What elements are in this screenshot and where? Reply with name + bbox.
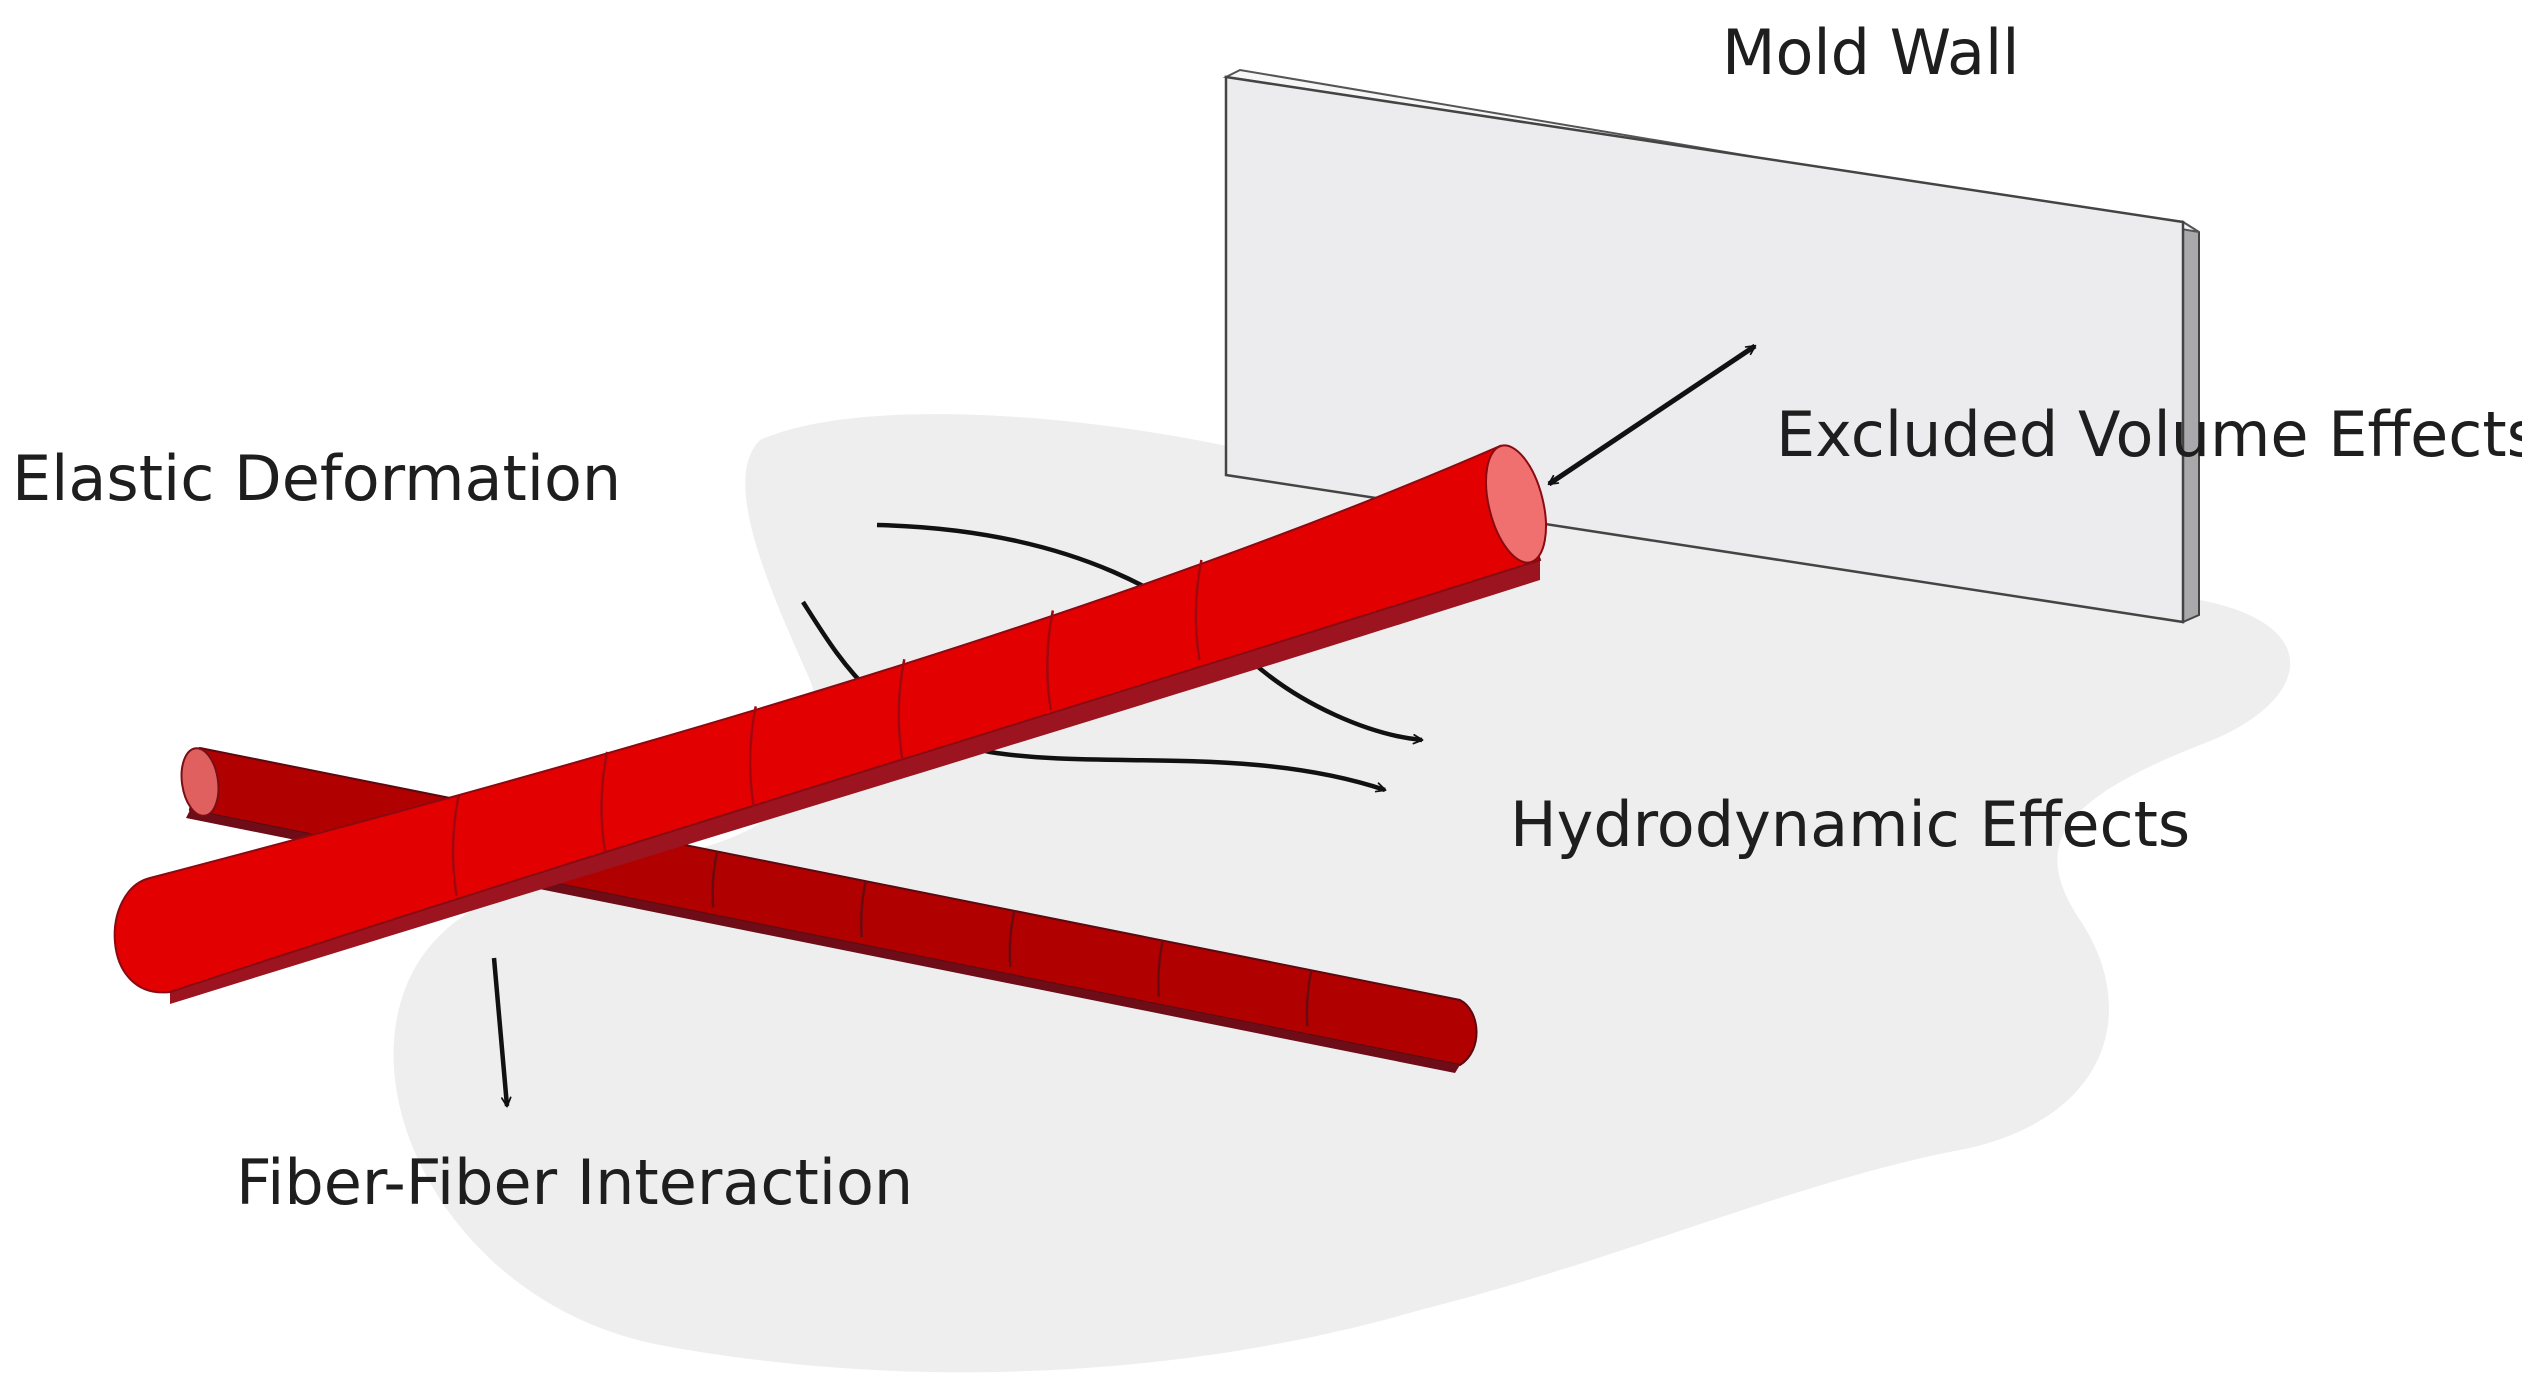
front-fiber-segment-line <box>600 751 609 853</box>
front-fiber-body <box>113 444 1542 994</box>
back-fiber-segment-line <box>1157 940 1165 997</box>
front-fiber-segment-line <box>1194 559 1203 661</box>
back-fiber-cap <box>180 747 220 817</box>
back-fiber-segment-line <box>1305 970 1313 1027</box>
excluded-volume-arrow <box>1547 343 1757 487</box>
front-fiber-segment-line <box>748 706 757 807</box>
fluid-region <box>393 414 2291 1373</box>
front-fiber-segment-line <box>451 795 460 896</box>
front-fiber-shadow <box>170 560 1540 1004</box>
mold-wall-label: Mold Wall <box>1722 16 2020 89</box>
hydrodynamic-effects-label: Hydrodynamic Effects <box>1510 788 2191 861</box>
flow-arrow-lower <box>801 600 1387 793</box>
back-fiber-segment-line <box>1008 910 1016 967</box>
back-fiber-segment-line <box>859 880 867 938</box>
back-fiber-segment-line <box>711 851 719 908</box>
fiber-interaction-arrow <box>491 957 512 1108</box>
fiber-interaction-label: Fiber-Fiber Interaction <box>236 1146 914 1219</box>
front-fiber-segment-line <box>897 658 906 760</box>
elastic-deformation-label: Elastic Deformation <box>12 442 622 515</box>
front-fiber-cap <box>1485 444 1547 564</box>
front-fiber-segment-line <box>1046 610 1055 711</box>
front-fiber <box>113 444 1547 1004</box>
excluded-volume-label: Excluded Volume Effects <box>1776 398 2522 471</box>
